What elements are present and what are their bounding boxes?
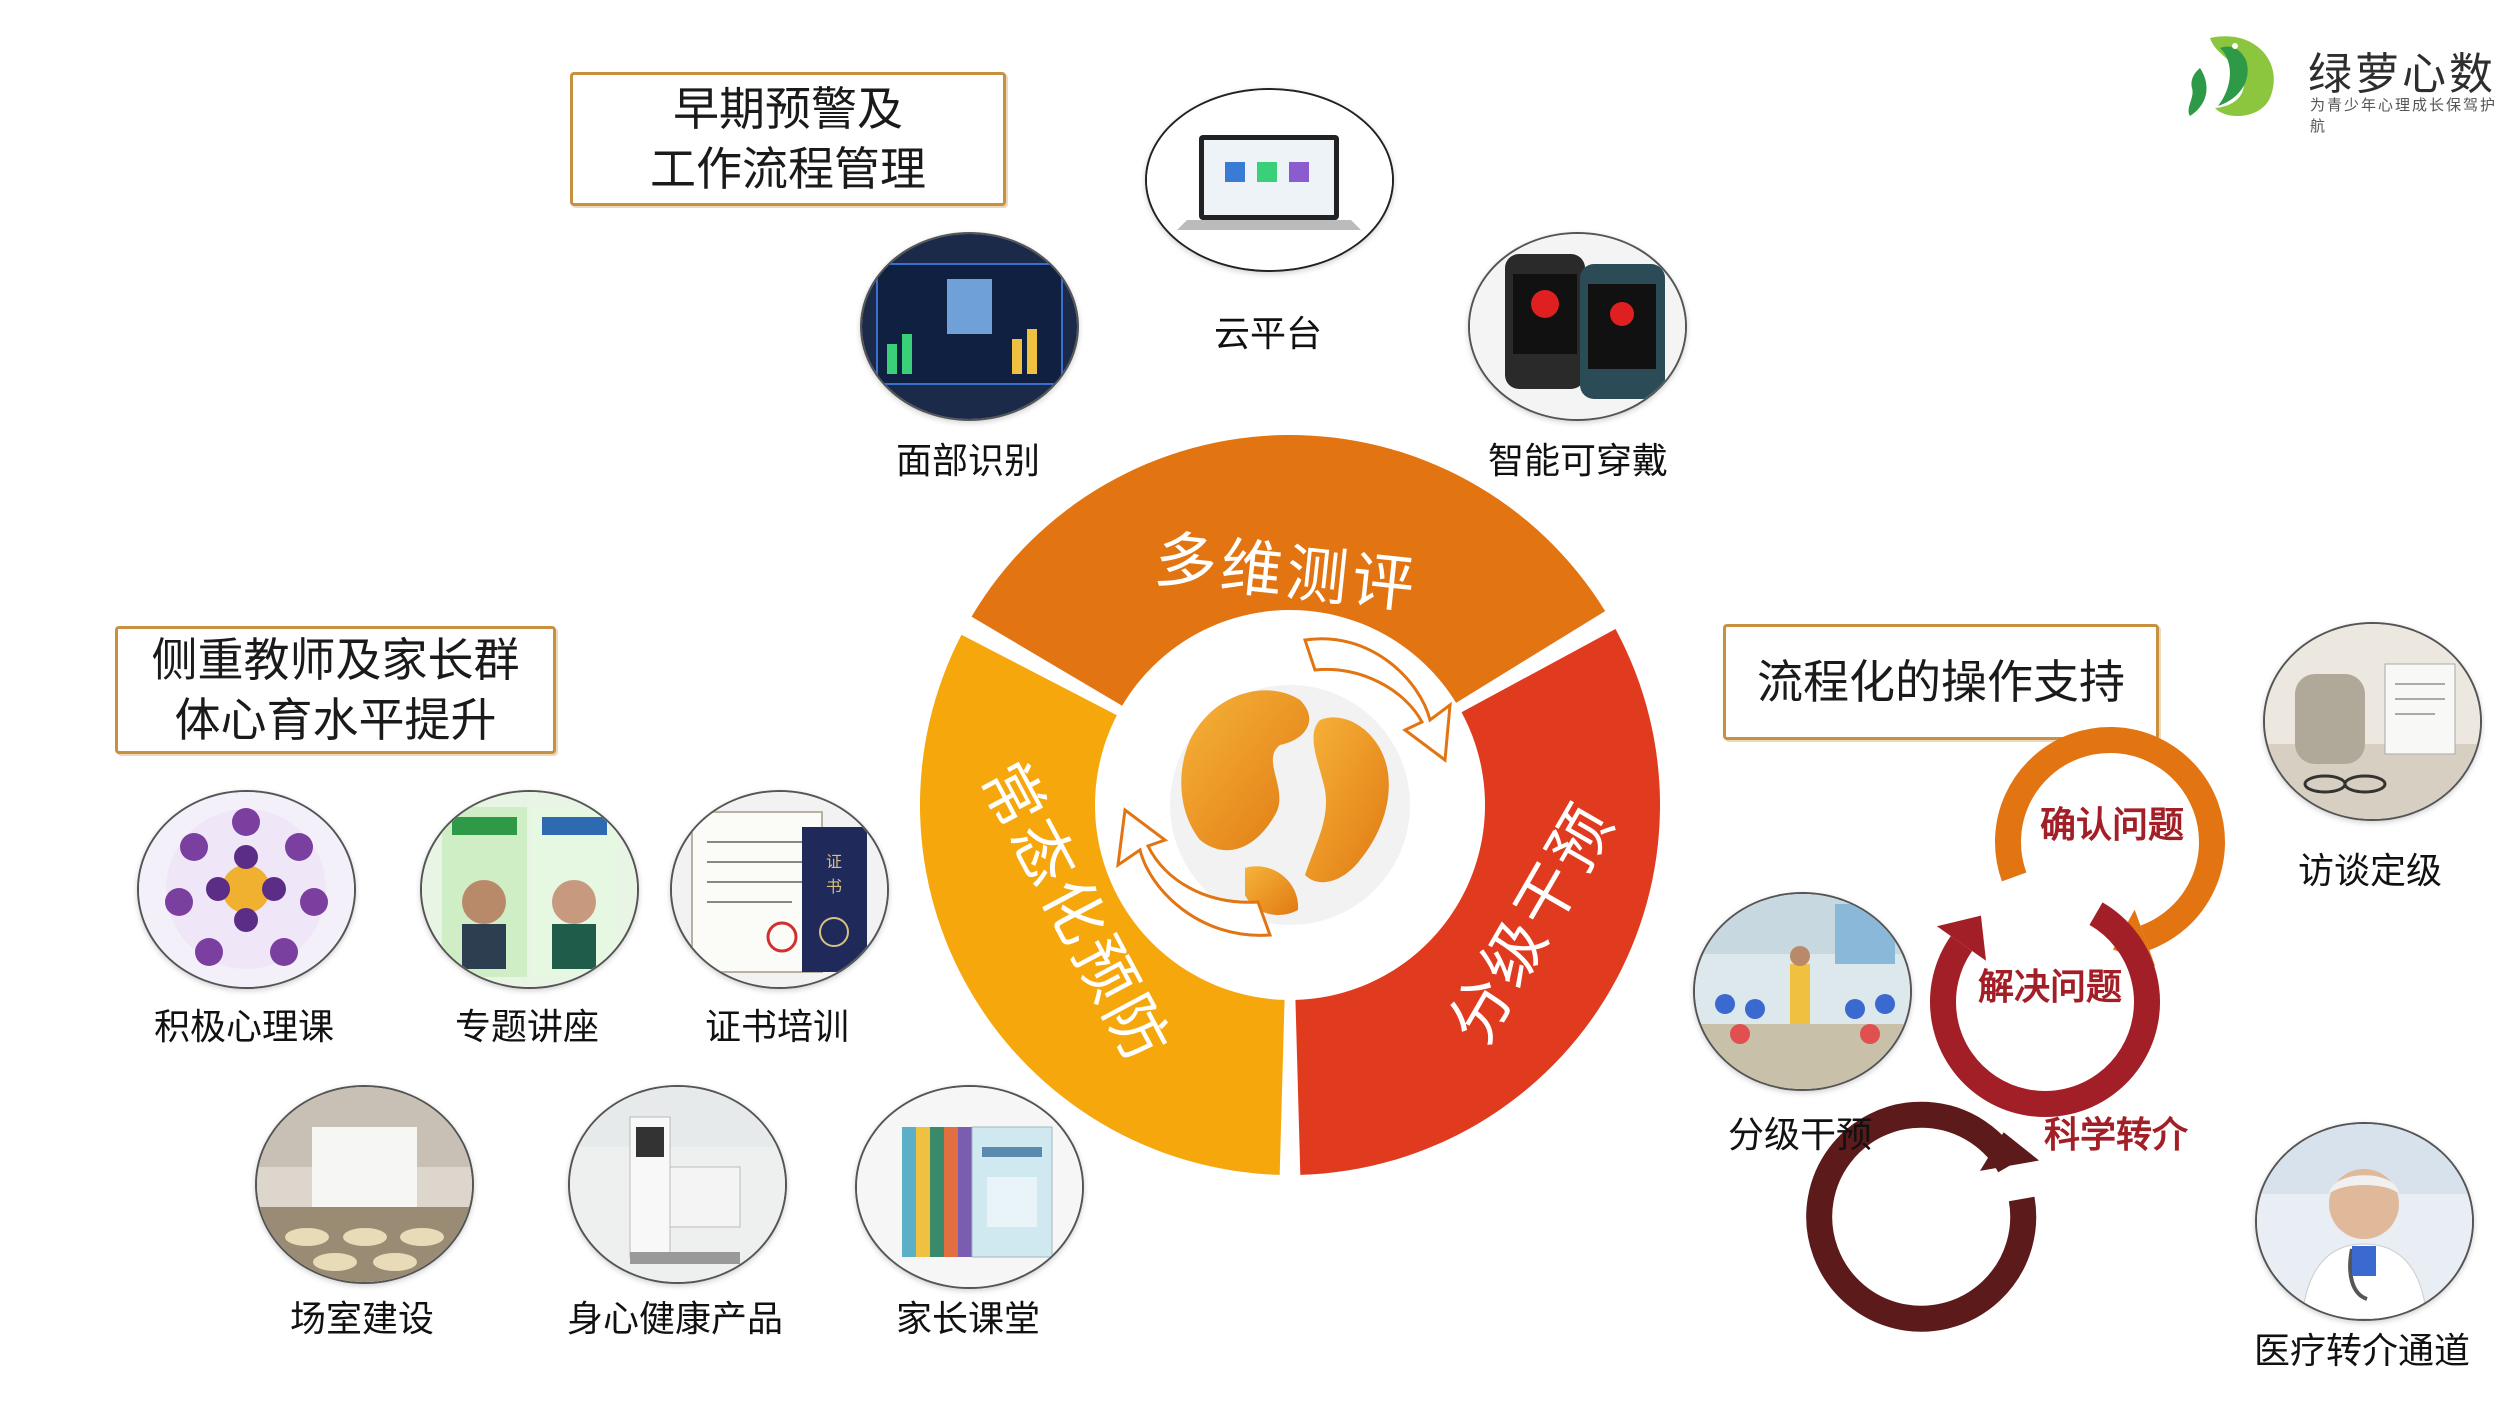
flow-label-solve: 解决问题 [1978, 967, 2123, 1008]
medical-referral-thumb [2255, 1122, 2474, 1321]
label-health-products: 身心健康产品 [566, 1299, 784, 1340]
ring-segment-2 [919, 634, 1285, 1175]
label-face-recognition: 面部识别 [895, 441, 1041, 482]
label-counseling-room: 场室建设 [289, 1299, 435, 1340]
flow-arc-2 [1806, 1101, 2037, 1332]
positive-psychology-thumb [137, 790, 356, 989]
cloud-platform-thumb [1145, 88, 1394, 272]
callout-process-support-text: 流程化的操作支持 [1757, 655, 2125, 709]
lecture-thumb [420, 790, 639, 989]
certificate-thumb: 证书 [670, 790, 889, 989]
callout-early-warning: 早期预警及 工作流程管理 [570, 72, 1006, 206]
callout-process-support: 流程化的操作支持 [1723, 624, 2159, 740]
health-products-thumb [568, 1085, 787, 1284]
label-lecture: 专题讲座 [454, 1007, 600, 1048]
flow-arc-0 [1995, 727, 2225, 951]
leaf-logo-icon [2188, 36, 2274, 117]
callout-teacher-parent: 侧重教师及家长群 体心育水平提升 [115, 626, 556, 754]
brand-name: 绿萝心数 [2308, 49, 2496, 100]
interview-thumb [2263, 622, 2482, 821]
flow-label-referral: 科学转介 [2044, 1115, 2189, 1156]
graded-intervention-thumb [1693, 892, 1912, 1091]
wearable-thumb [1468, 232, 1687, 421]
flow-label-confirm: 确认问题 [2040, 805, 2185, 846]
parent-class-thumb [855, 1085, 1084, 1289]
svg-text:书: 书 [826, 877, 842, 896]
brand-logo: 绿萝心数 为青少年心理成长保驾护航 [2180, 28, 2500, 135]
label-parent-class: 家长课堂 [895, 1299, 1041, 1340]
flow-arc-1 [1930, 902, 2160, 1117]
flow-arrowhead-2 [1980, 1132, 2040, 1171]
callout-teacher-parent-text: 侧重教师及家长群 体心育水平提升 [151, 633, 520, 747]
label-certificate: 证书培训 [704, 1007, 850, 1048]
ring-segment-1 [1295, 629, 1661, 1175]
process-flow-diagram [1806, 727, 2225, 1332]
globe-with-cycle-arrows-icon [1116, 637, 1452, 955]
label-wearable: 智能可穿戴 [1487, 441, 1669, 482]
ring-segment-0 [971, 435, 1606, 706]
label-positive-psychology: 积极心理课 [153, 1007, 335, 1048]
counseling-room-thumb [255, 1085, 474, 1284]
brand-tagline: 为青少年心理成长保驾护航 [2310, 96, 2498, 135]
label-medical-referral: 医疗转介通道 [2253, 1331, 2471, 1372]
ring-diagram [919, 435, 1661, 1175]
label-graded-intervention: 分级干预 [1727, 1115, 1873, 1156]
callout-early-warning-text: 早期预警及 工作流程管理 [650, 82, 926, 196]
flow-arrowhead-1 [1936, 915, 1987, 961]
label-interview: 访谈定级 [2297, 851, 2443, 892]
label-cloud-platform: 云平台 [1213, 314, 1323, 355]
face-recognition-thumb [860, 232, 1079, 421]
svg-text:证: 证 [826, 852, 842, 871]
